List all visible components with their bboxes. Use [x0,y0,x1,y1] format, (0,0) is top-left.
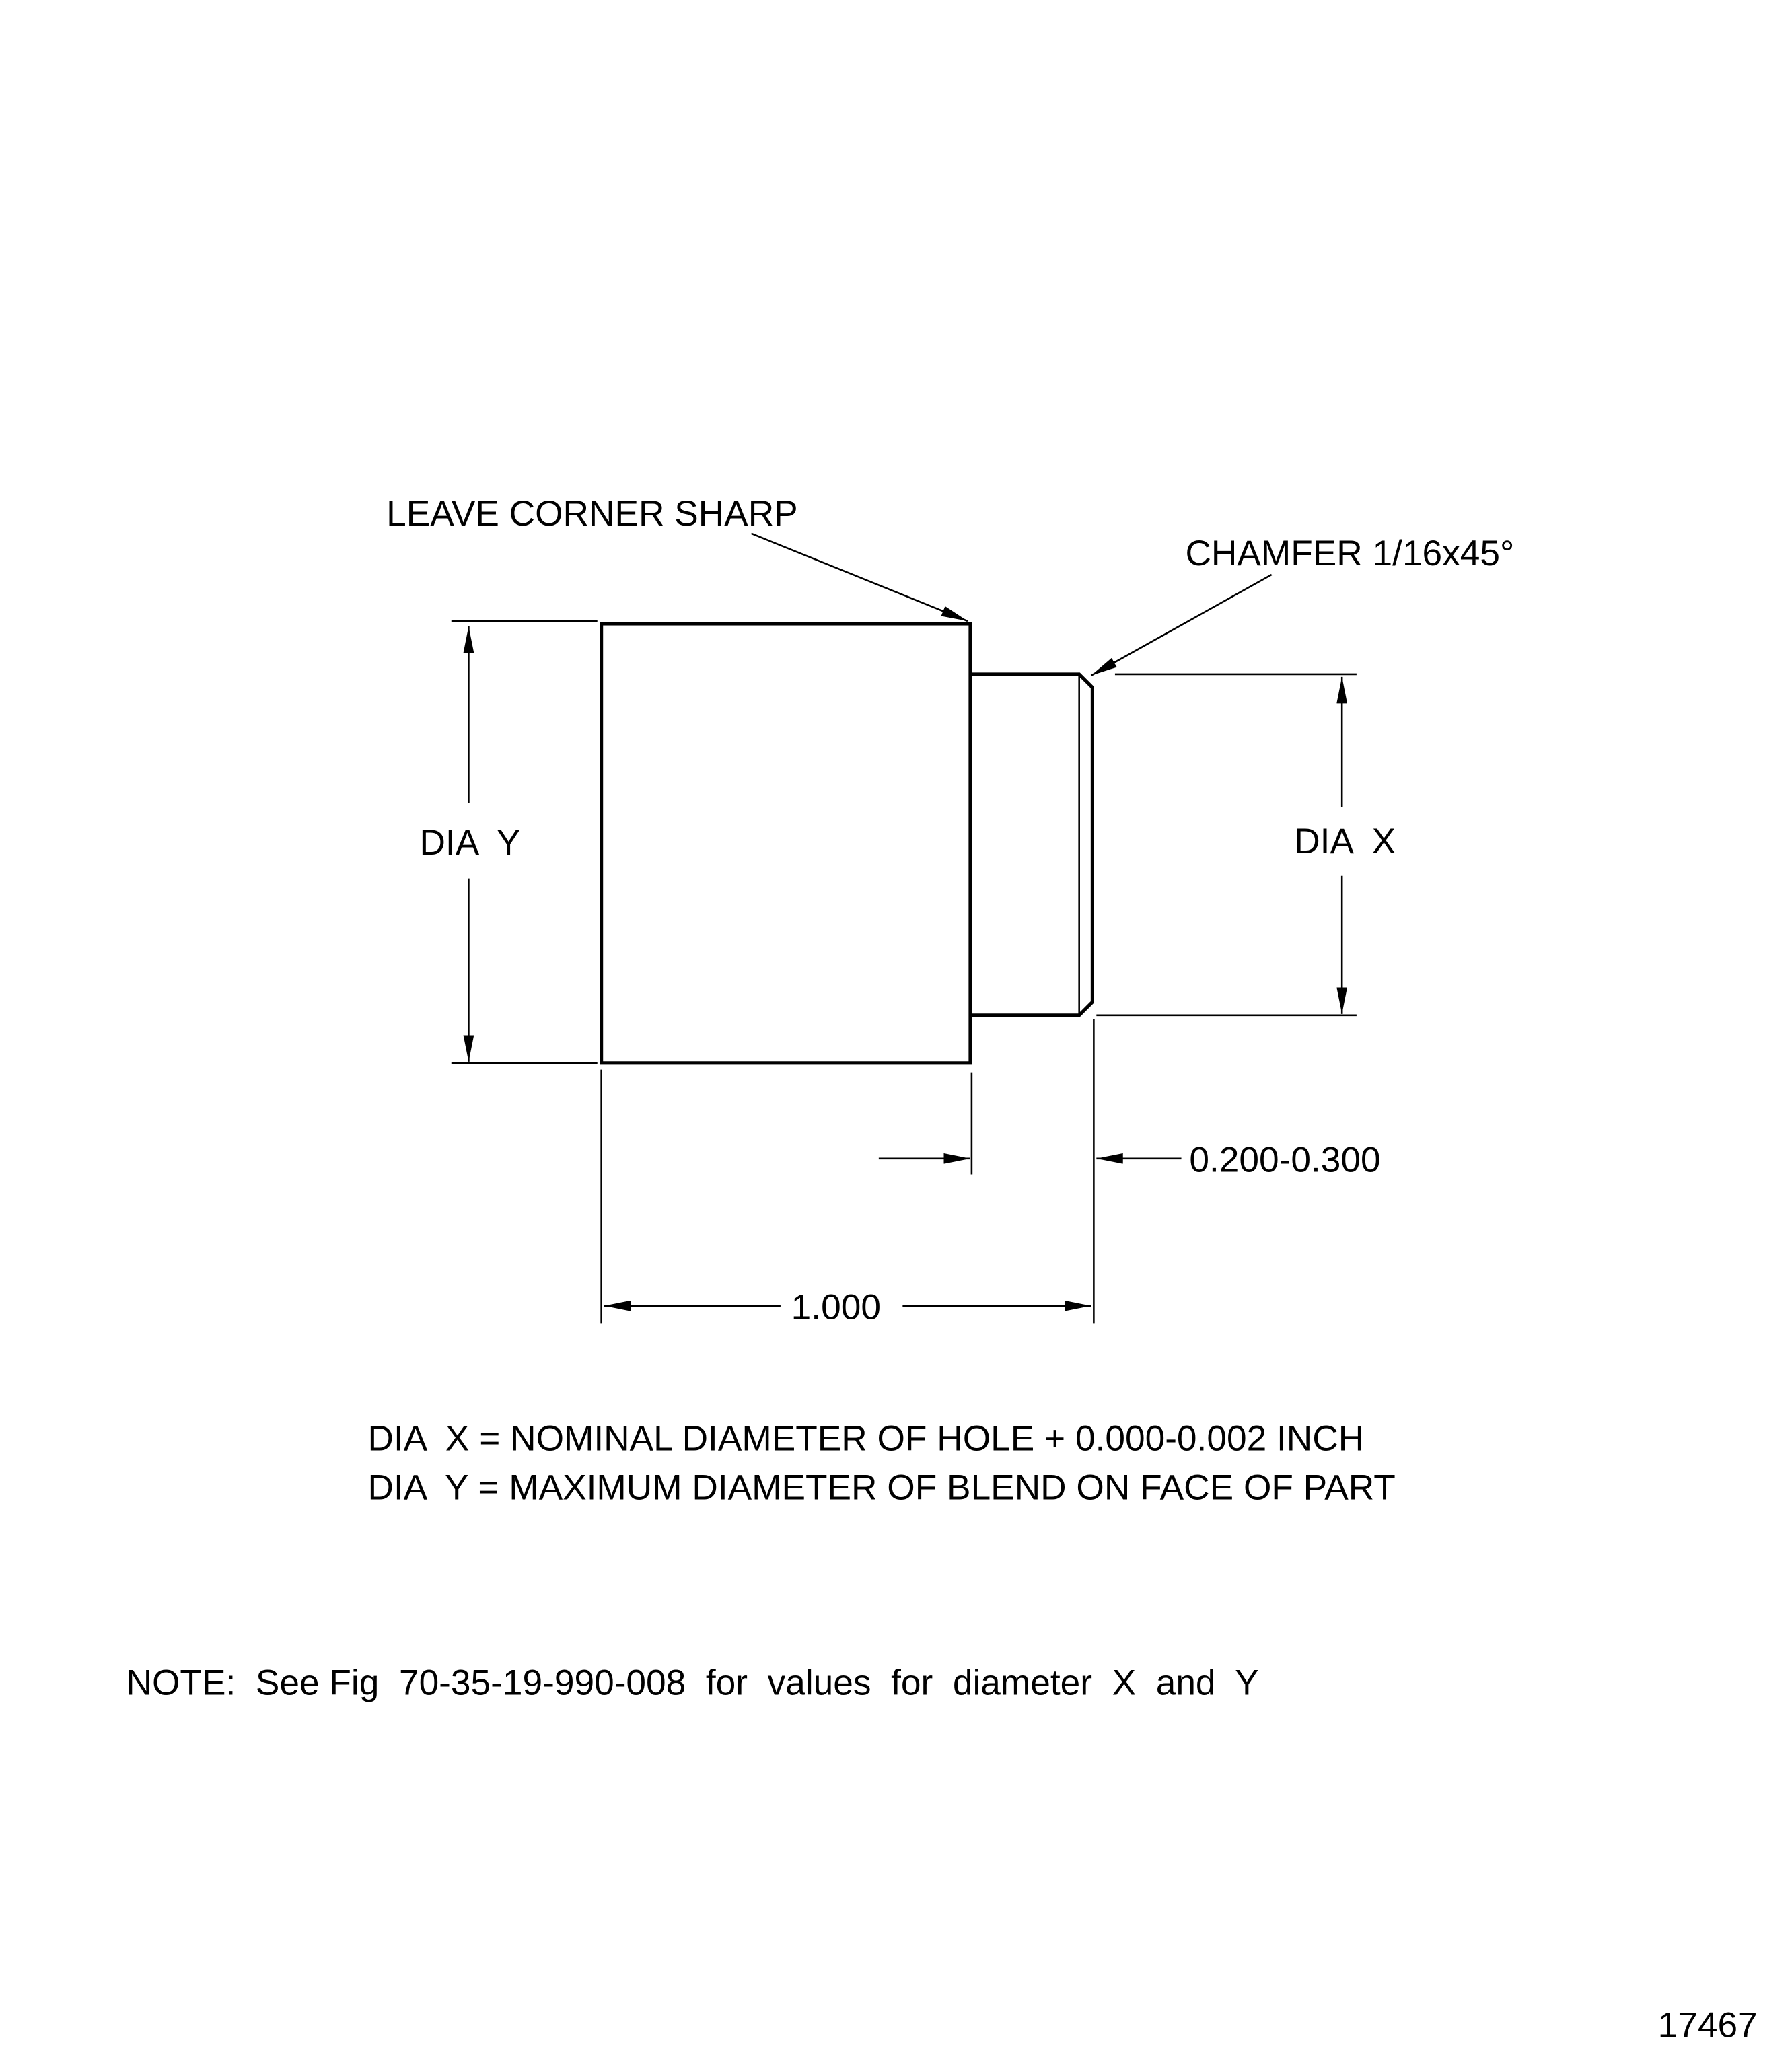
dia-x-label: DIA X [1294,822,1396,861]
legend-dia-y: DIA Y = MAXIMUM DIAMETER OF BLEND ON FAC… [368,1468,1396,1508]
note: NOTE: See Fig 70-35-19-990-008 for value… [127,1663,1259,1703]
corner-callout: LEAVE CORNER SHARP [386,494,798,534]
legend-dia-x: DIA X = NOMINAL DIAMETER OF HOLE + 0.000… [368,1419,1365,1459]
shoulder-dimension: 0.200-0.300 [1189,1141,1380,1180]
corner-leader [751,532,968,622]
length-dimension: 1.000 [791,1287,881,1327]
small-diameter-pin [970,672,1094,1017]
chamfer-leader [1090,573,1273,677]
figure-number: 17467 [1658,2005,1758,2045]
chamfer-callout: CHAMFER 1/16x45° [1185,534,1514,573]
large-diameter-body [600,622,972,1065]
dia-y-label: DIA Y [419,823,520,863]
